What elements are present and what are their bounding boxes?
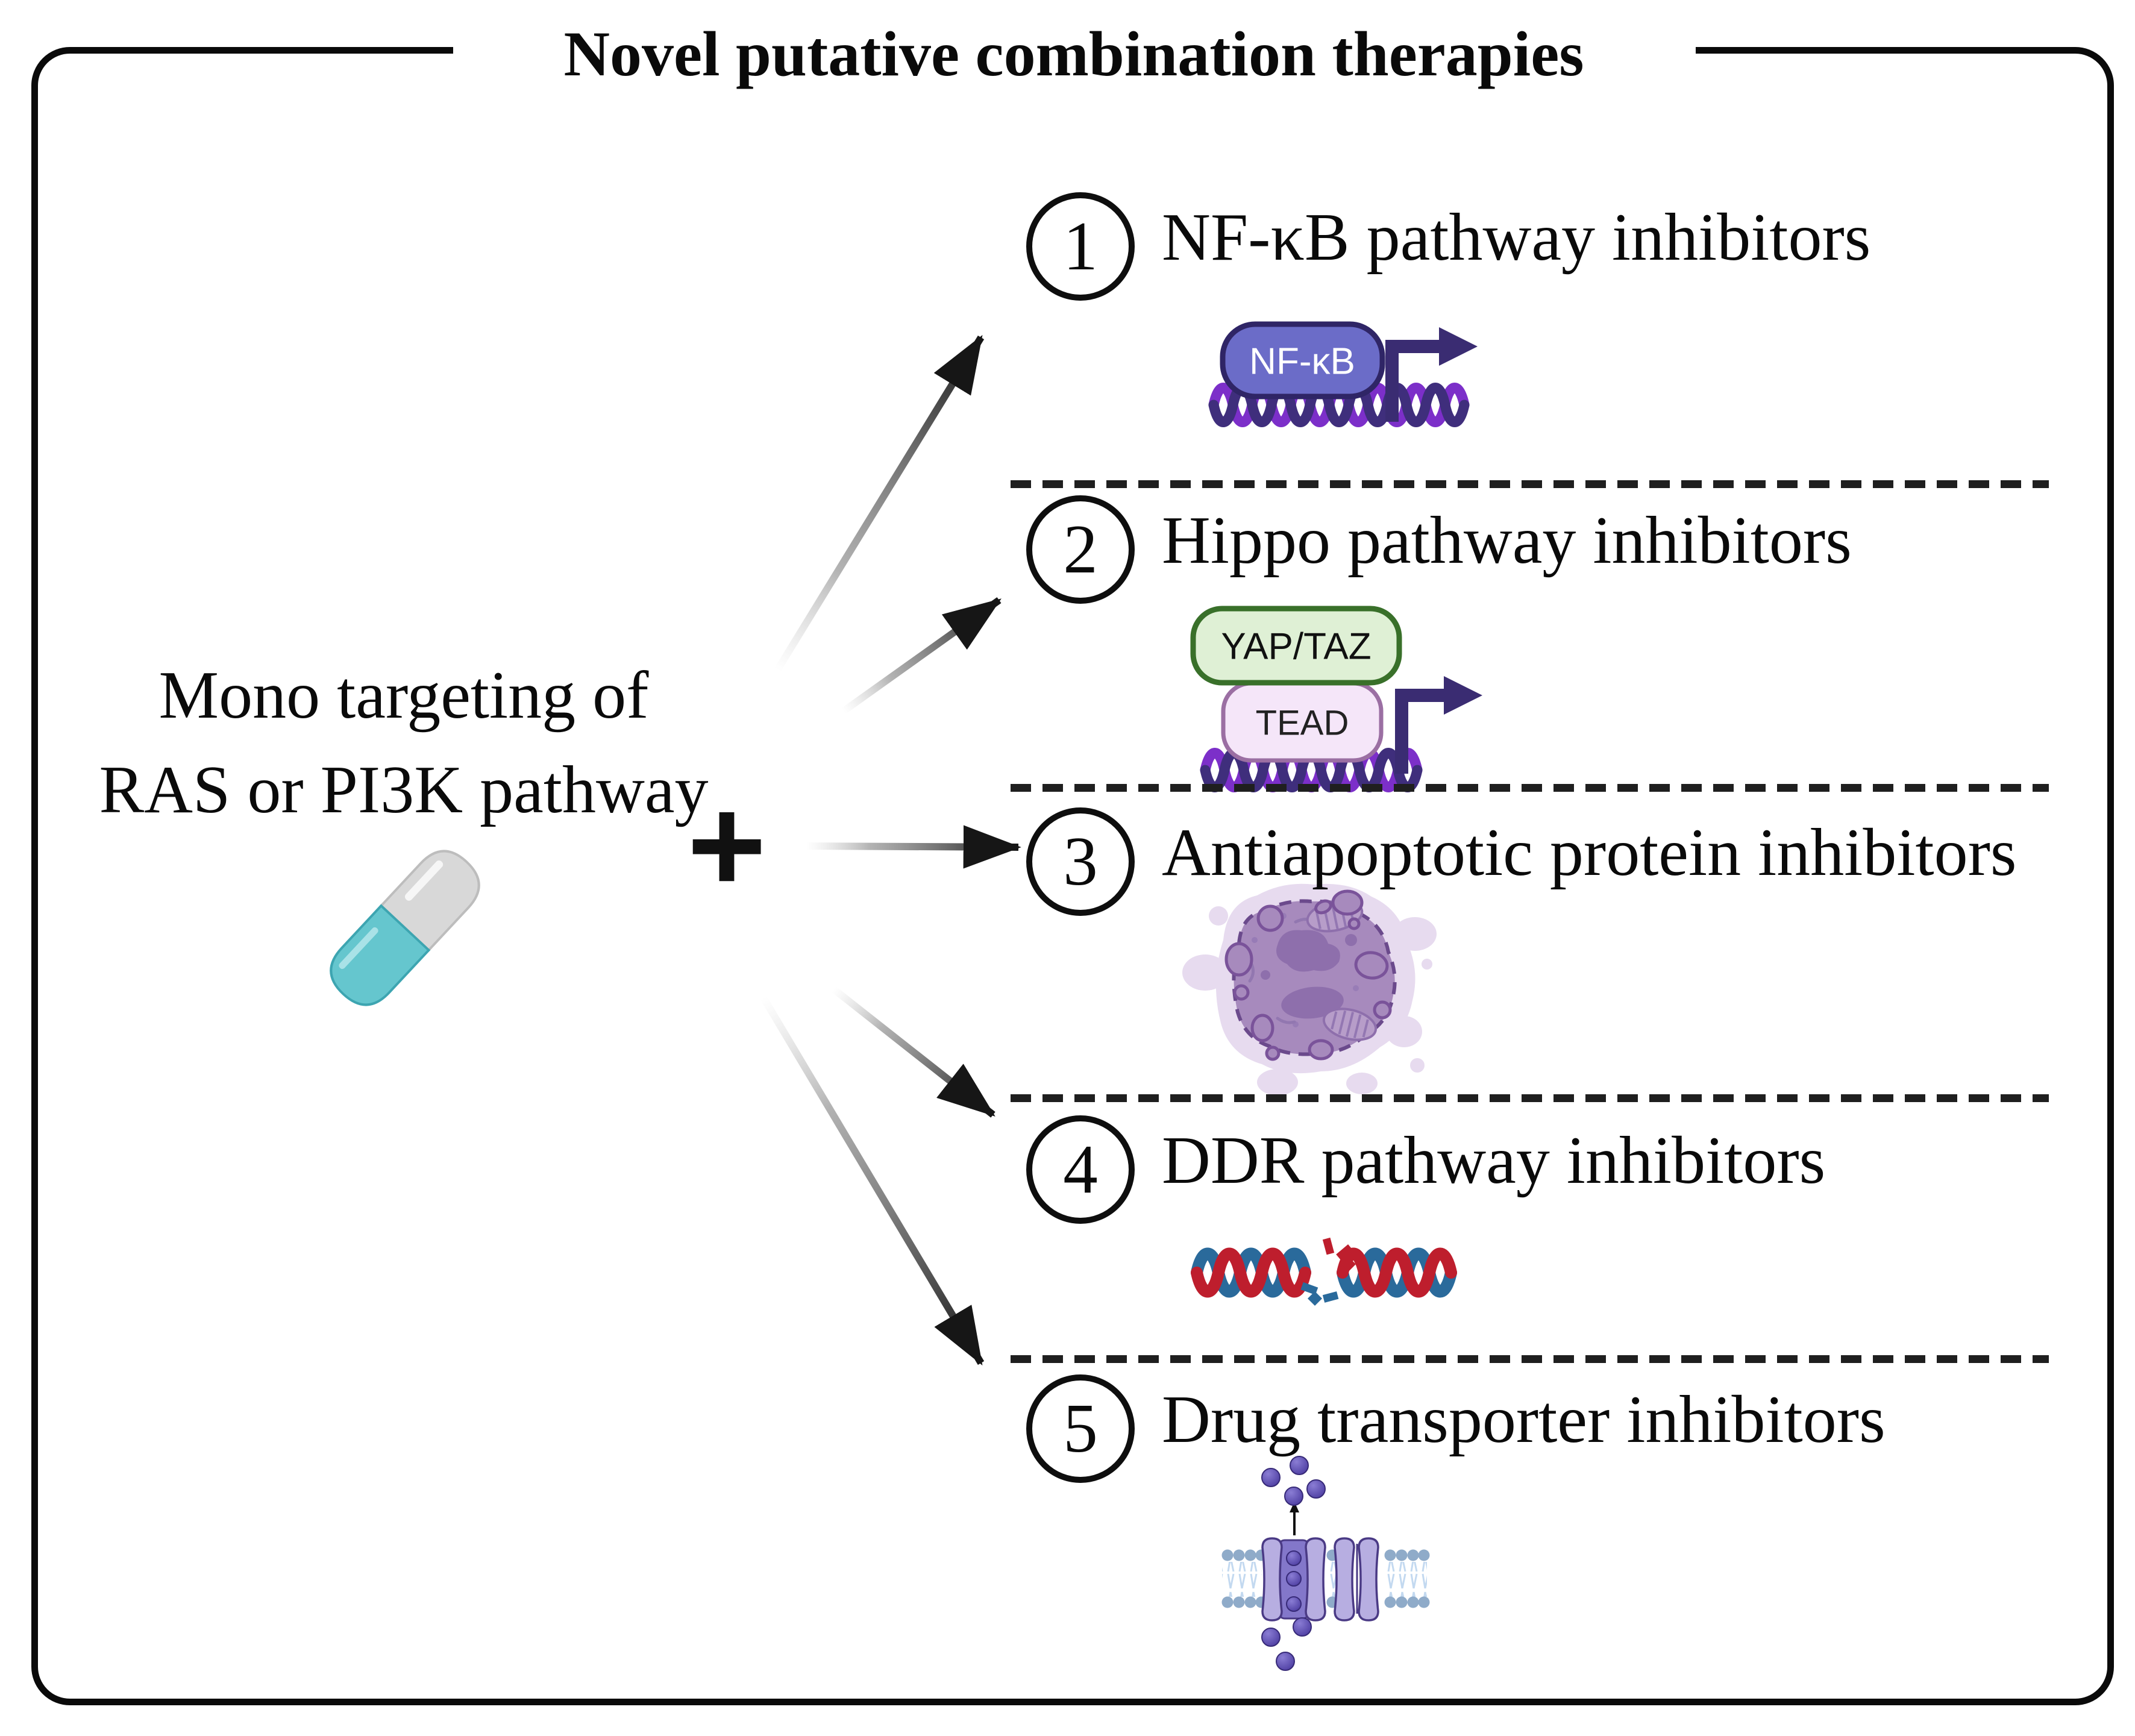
divider-4 [1011,1355,2049,1363]
item-4-label: DDR pathway inhibitors [1162,1123,1826,1198]
arrow-to-item-5 [760,995,985,1366]
mono-targeting-label: Mono targeting of RAS or PI3K pathway [0,648,807,838]
pill-gloss-top [404,860,444,901]
mono-targeting-line2: RAS or PI3K pathway [99,753,709,827]
ddr-strand-red-left [1191,1247,1311,1298]
item-3-number-circle: 3 [1026,807,1135,916]
yap-taz-protein-label: YAP/TAZ [1221,626,1371,668]
drug-molecules [1261,1456,1326,1671]
arrow-to-item-2 [841,597,1002,714]
plus-sign: + [687,769,767,921]
pill-capsule-icon [330,850,480,1006]
item-1-label: NF-κB pathway inhibitors [1162,199,1871,275]
transcription-arrow-head [1444,676,1482,715]
arrow-to-item-4 [832,986,995,1118]
item-5-number: 5 [1063,1390,1098,1467]
drug-transporter-membrane-icon [1221,1456,1430,1671]
item-4-number: 4 [1063,1131,1098,1208]
pill-gloss-bottom [339,927,378,970]
transcription-arrow-head [1439,327,1478,366]
tead-protein-label: TEAD [1256,704,1349,743]
item-3-number: 3 [1063,823,1098,900]
yap-taz-tead-gene-transcription-icon: TEAD YAP/TAZ [1190,606,1482,792]
transcription-arrow-stem [1385,340,1440,422]
damaged-dna-icon [1191,1237,1457,1306]
drug-efflux-arrow [1290,1502,1299,1535]
nfkb-protein-label: NF-κB [1249,341,1355,383]
lipid-bilayer [1221,1549,1430,1608]
combination-arrows [760,334,1021,1366]
yap-taz-protein-box [1190,606,1402,686]
item-2-number: 2 [1063,511,1098,588]
item-1-number: 1 [1063,208,1098,284]
pill-teal-half [330,904,431,1006]
figure-title: Novel putative combination therapies [563,19,1584,89]
arrow-to-item-1 [774,334,985,672]
dna-break-fragments [1300,1237,1356,1306]
divider-2 [1011,784,2049,792]
cell-nucleus-fragments [1261,930,1357,1019]
mono-targeting-line1: Mono targeting of [158,658,649,733]
item-2-label: Hippo pathway inhibitors [1162,503,1852,578]
cell-blebs [1224,889,1392,1061]
ddr-strand-red-right [1337,1247,1457,1298]
transporter-closed-channel [1334,1537,1379,1622]
nfkb-protein-box [1220,321,1385,400]
title-mask [453,35,1696,60]
nfkb-gene-transcription-icon: NF-κB [1208,321,1478,427]
item-3-label: Antiapoptotic protein inhibitors [1162,815,2017,890]
apoptotic-cell-icon [1182,883,1437,1095]
dna-strand-indigo [1208,383,1470,427]
item-4-number-circle: 4 [1026,1115,1135,1224]
transcription-arrow-stem [1395,689,1445,774]
item-5-label: Drug transporter inhibitors [1162,1382,1886,1457]
transporter-open-channel [1261,1537,1326,1622]
divider-3 [1011,1094,2049,1102]
pill-gray-half [379,850,480,952]
item-5-number-circle: 5 [1026,1374,1135,1483]
item-2-number-circle: 2 [1026,495,1135,604]
arrow-to-item-3 [806,825,1021,869]
divider-1 [1011,480,2049,488]
item-1-number-circle: 1 [1026,192,1135,301]
